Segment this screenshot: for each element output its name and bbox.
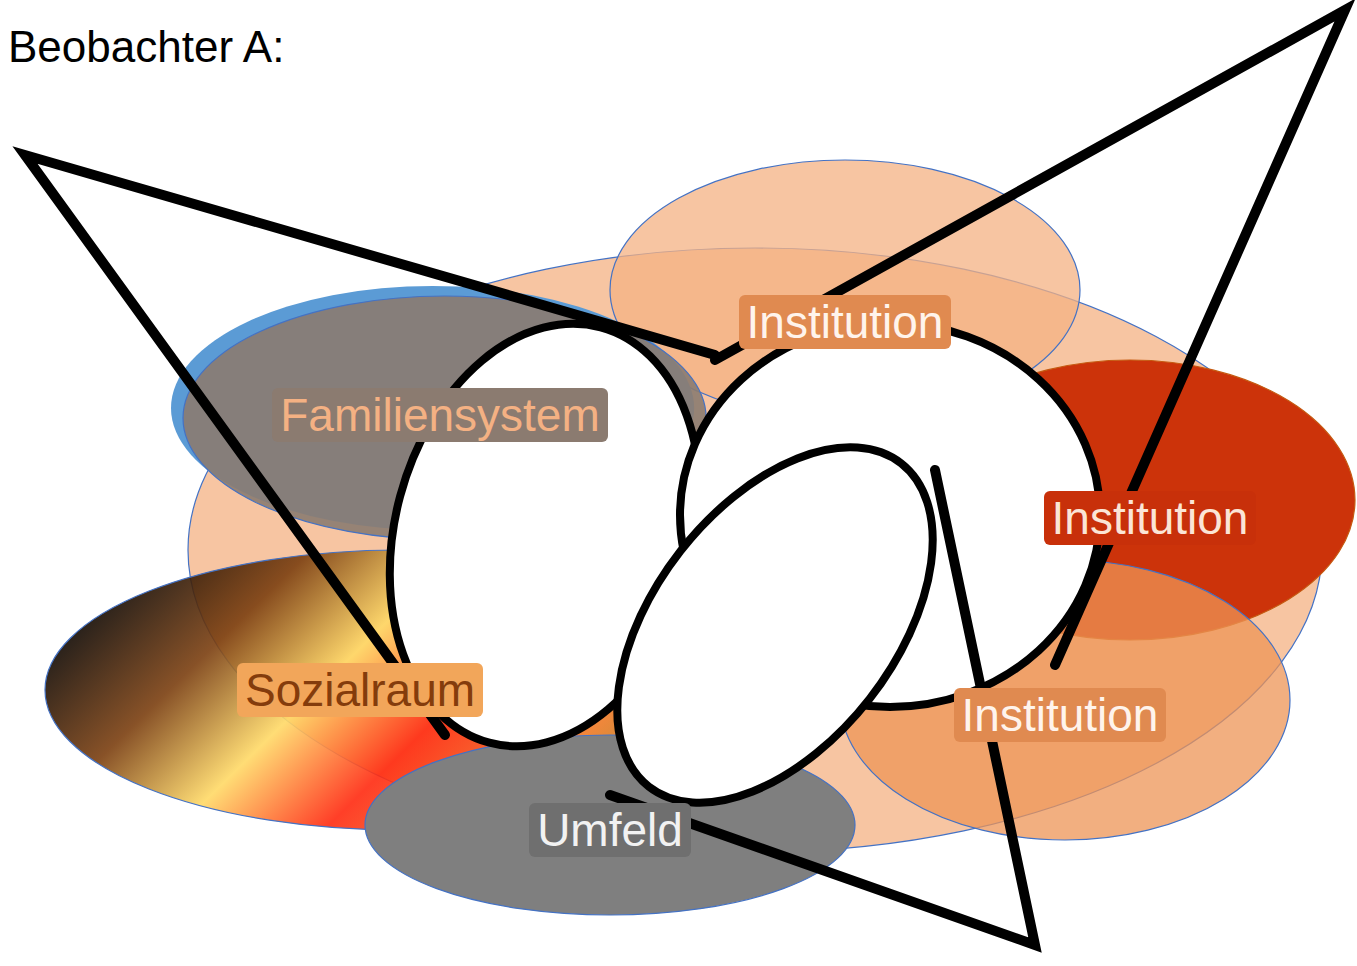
node-label: Familiensystem (272, 388, 608, 443)
node-label: Umfeld (529, 803, 691, 858)
node-label: Institution (739, 295, 952, 350)
node-label: Sozialraum (237, 663, 483, 718)
node-label: Institution (954, 688, 1167, 743)
slide-title: Beobachter A: (8, 22, 284, 72)
node-label: Institution (1044, 491, 1257, 546)
